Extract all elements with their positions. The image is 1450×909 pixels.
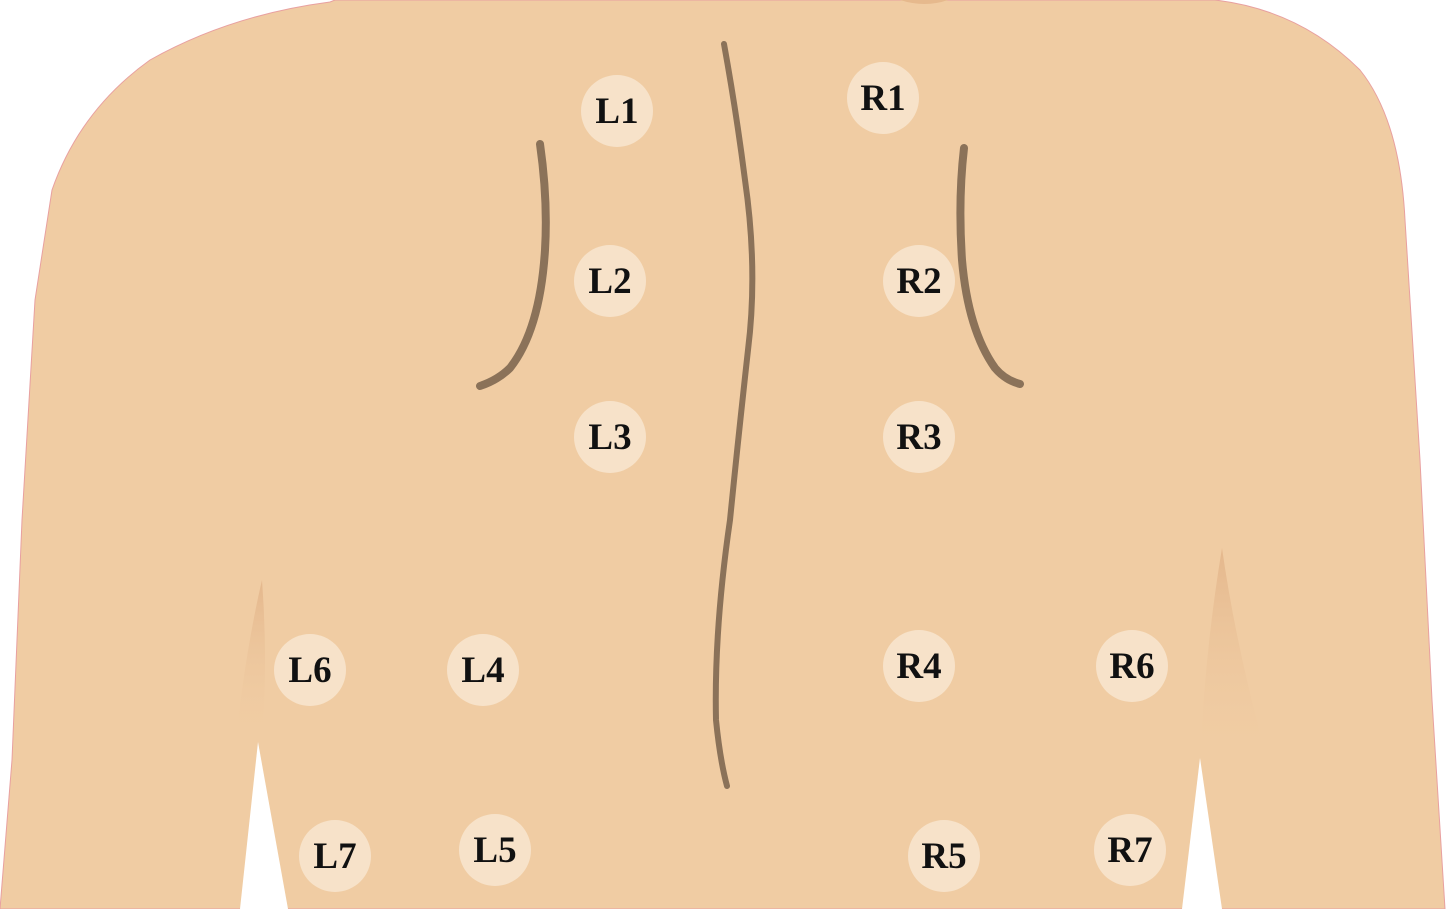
- marker-r6[interactable]: R6: [1096, 630, 1168, 702]
- left-arm-gap: [240, 742, 288, 909]
- left-underarm-shadow: [238, 580, 265, 740]
- marker-r4[interactable]: R4: [883, 630, 955, 702]
- marker-r5[interactable]: R5: [908, 820, 980, 892]
- left-scapula-line: [476, 140, 550, 390]
- marker-l6[interactable]: L6: [274, 634, 346, 706]
- marker-l3[interactable]: L3: [574, 401, 646, 473]
- marker-l2[interactable]: L2: [574, 245, 646, 317]
- spine-line: [712, 41, 756, 789]
- marker-r2[interactable]: R2: [883, 245, 955, 317]
- right-underarm-shadow: [1200, 548, 1262, 760]
- neck-hint: [900, 0, 948, 4]
- marker-l4[interactable]: L4: [447, 634, 519, 706]
- right-arm-gap: [1182, 758, 1222, 909]
- marker-r7[interactable]: R7: [1094, 814, 1166, 886]
- right-scapula-line: [956, 144, 1024, 388]
- marker-r1[interactable]: R1: [847, 62, 919, 134]
- marker-r3[interactable]: R3: [883, 401, 955, 473]
- marker-l1[interactable]: L1: [581, 75, 653, 147]
- marker-l5[interactable]: L5: [459, 814, 531, 886]
- marker-l7[interactable]: L7: [299, 820, 371, 892]
